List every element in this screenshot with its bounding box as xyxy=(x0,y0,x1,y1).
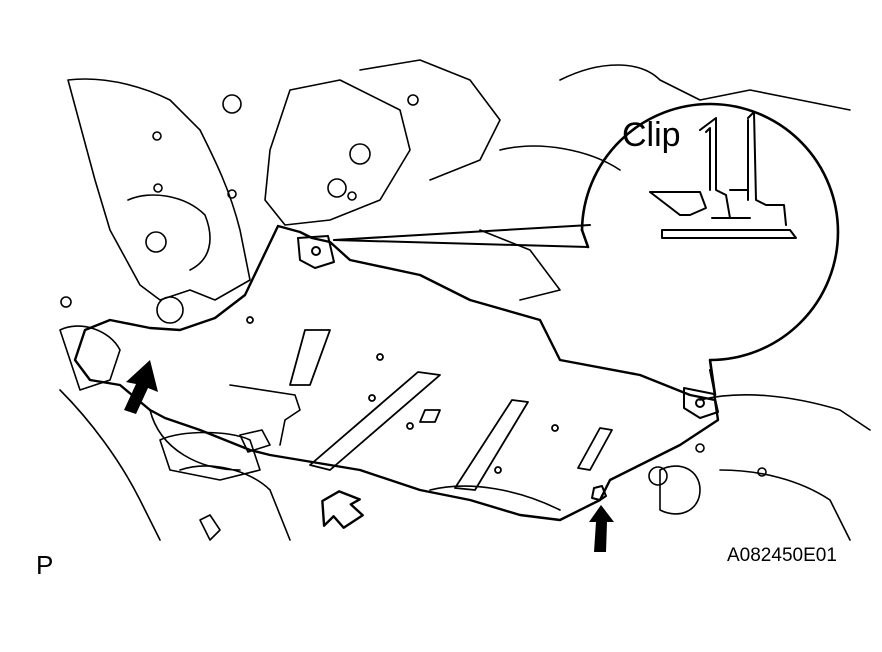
clip-detail-drawing xyxy=(649,111,797,239)
front-direction-arrow xyxy=(321,490,364,529)
background-holes xyxy=(60,94,767,486)
clip-symbol-right xyxy=(591,485,607,501)
chassis-background xyxy=(59,59,871,541)
under-cover-ribs xyxy=(246,316,613,491)
clip-callout-label: Clip xyxy=(622,116,681,154)
up-arrow-left xyxy=(124,360,158,414)
engine-under-cover xyxy=(73,224,720,522)
section-code-label: P xyxy=(36,550,54,580)
up-arrow-right xyxy=(589,505,614,552)
lower-components xyxy=(149,384,301,541)
figure-id-label: A082450E01 xyxy=(727,545,837,566)
clip-mount-points xyxy=(297,235,719,419)
callout-leader xyxy=(333,224,716,396)
clip-detail-callout xyxy=(580,102,840,397)
